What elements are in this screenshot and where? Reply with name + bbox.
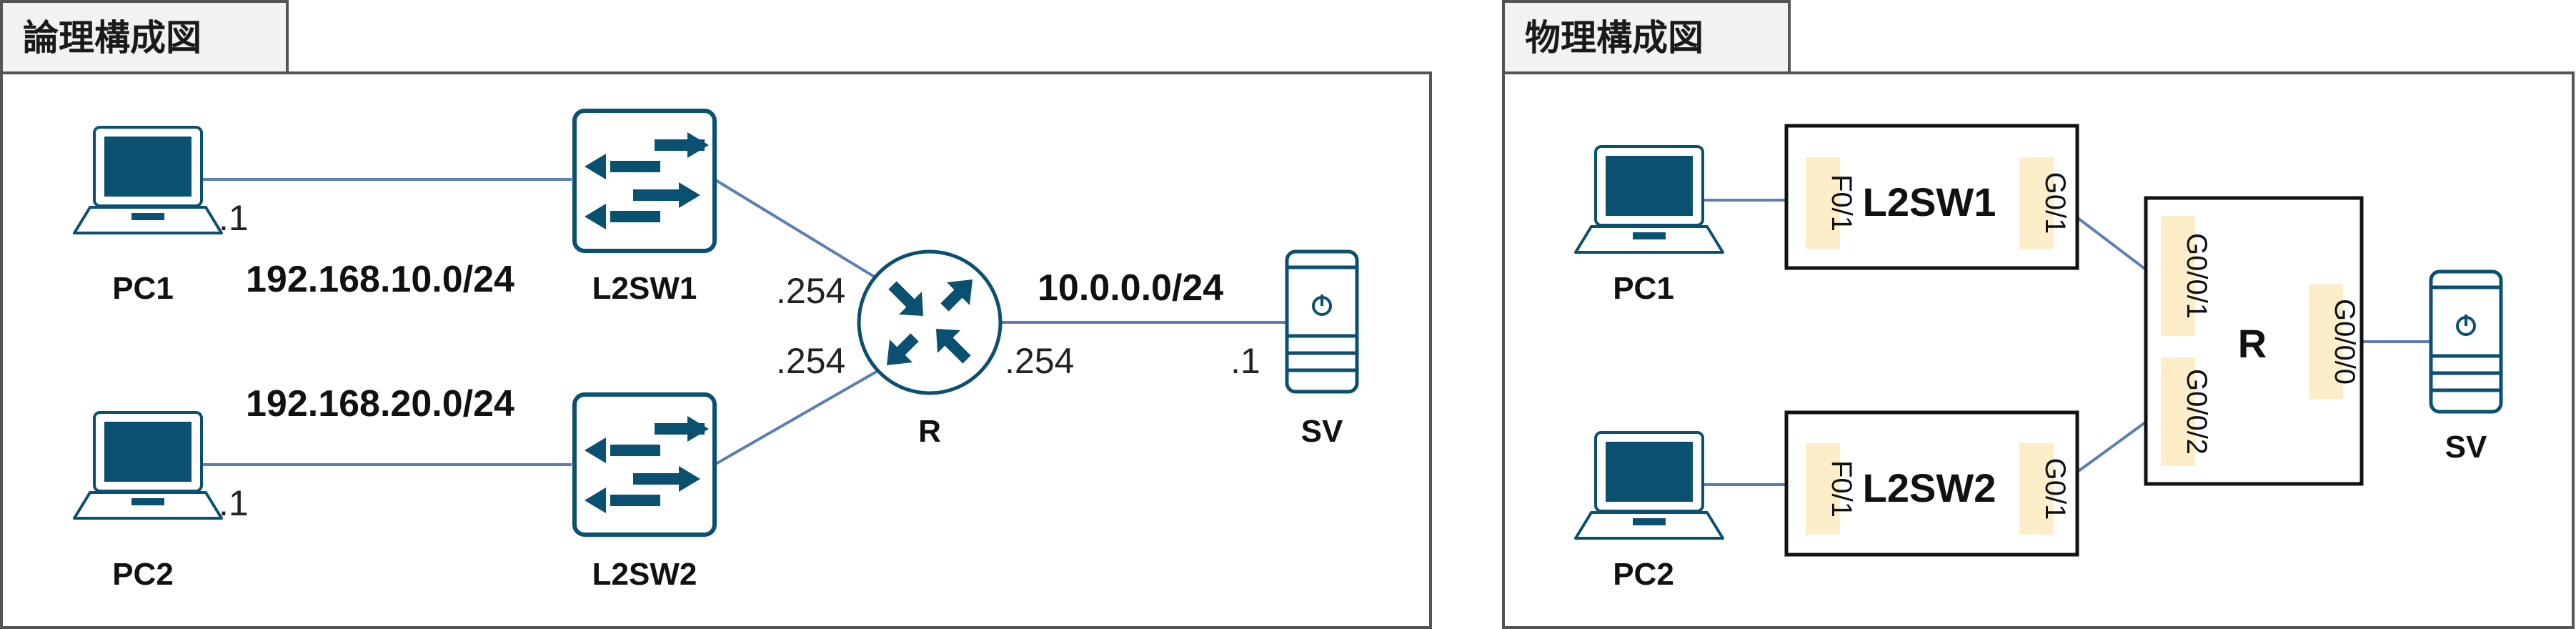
physical-title-tab xyxy=(1502,0,1791,74)
network-1-label: 192.168.10.0/24 xyxy=(246,259,514,300)
phys-l2sw2-port-out: G0/1 xyxy=(2039,458,2071,520)
phys-l2sw2-port-in: F0/1 xyxy=(1826,460,1857,517)
l2sw1-switch-icon xyxy=(575,111,715,251)
router-address-1: .254 xyxy=(776,271,845,311)
server-label: SV xyxy=(1301,414,1343,449)
server-address: .1 xyxy=(1230,341,1260,381)
phys-l2sw1-port-out: G0/1 xyxy=(2039,172,2071,234)
router-label: R xyxy=(918,414,941,449)
pc2-label: PC2 xyxy=(112,557,174,592)
pc1-laptop-icon xyxy=(73,126,223,234)
phys-l2sw1-port-in: F0/1 xyxy=(1826,174,1857,232)
network-3-label: 10.0.0.0/24 xyxy=(1038,267,1223,309)
l2sw1-label: L2SW1 xyxy=(592,271,697,306)
pc1-label: PC1 xyxy=(112,271,174,306)
router-address-3: .254 xyxy=(1005,341,1074,381)
pc2-laptop-icon xyxy=(73,411,223,520)
physical-diagram: 物理構成図 PC1 PC2 F0/1 G0/1 L2SW1 F0/1 G0/1 xyxy=(1502,0,2575,629)
phys-router-box: G0/0/1 G0/0/2 G0/0/0 R xyxy=(2144,196,2364,486)
phys-server-label: SV xyxy=(2445,430,2487,465)
phys-l2sw2-label: L2SW2 xyxy=(1863,465,1996,510)
phys-pc2-label: PC2 xyxy=(1613,557,1674,592)
l2sw2-switch-icon xyxy=(575,395,715,535)
phys-pc1-laptop-icon xyxy=(1574,145,1724,254)
network-2-label: 192.168.20.0/24 xyxy=(246,383,514,425)
router-icon xyxy=(857,249,1003,395)
l2sw2-label: L2SW2 xyxy=(592,557,697,592)
logical-diagram: 論理構成図 .1 PC1 .1 PC2 192.168.10.0/24 192.… xyxy=(0,0,1432,629)
phys-router-port-2: G0/0/2 xyxy=(2181,369,2212,455)
phys-l2sw2-box: F0/1 G0/1 L2SW2 xyxy=(1784,410,2079,557)
link-sw2-router xyxy=(714,369,880,466)
phys-router-port-1: G0/0/1 xyxy=(2181,233,2212,319)
pc1-address: .1 xyxy=(219,198,249,238)
logical-title: 論理構成図 xyxy=(23,17,202,59)
phys-router-port-0: G0/0/0 xyxy=(2329,299,2360,385)
phys-pc1-label: PC1 xyxy=(1613,271,1674,306)
phys-l2sw1-box: F0/1 G0/1 L2SW1 xyxy=(1784,124,2079,270)
link-sw1-router xyxy=(713,178,886,284)
logical-title-tab xyxy=(0,0,289,74)
phys-router-label: R xyxy=(2238,321,2267,366)
phys-server-icon xyxy=(2431,272,2501,412)
phys-l2sw1-label: L2SW1 xyxy=(1863,179,1996,224)
phys-pc2-laptop-icon xyxy=(1574,431,1724,540)
physical-title: 物理構成図 xyxy=(1525,17,1704,59)
pc2-address: .1 xyxy=(219,483,249,523)
server-icon xyxy=(1287,252,1357,392)
router-address-2: .254 xyxy=(776,341,845,381)
